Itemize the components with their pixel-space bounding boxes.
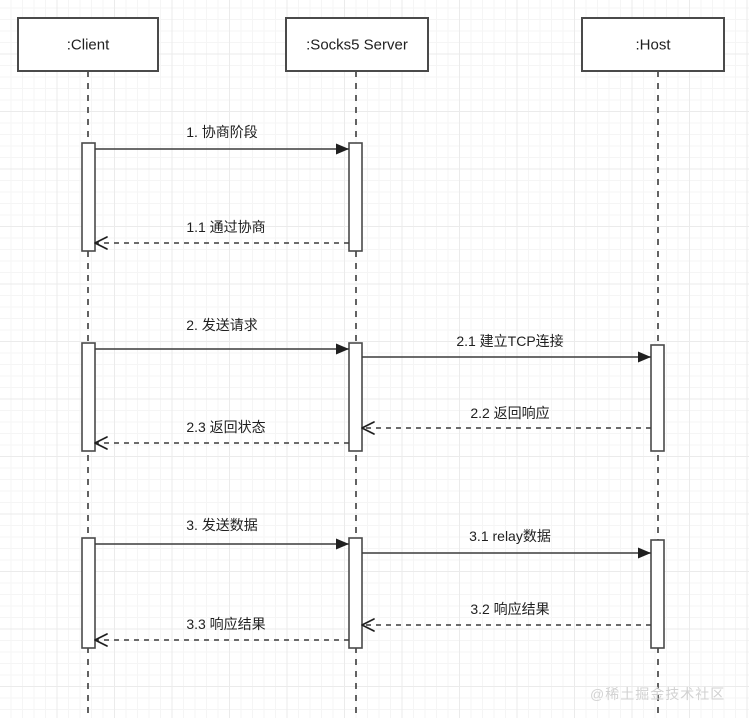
activation-bar-host	[650, 539, 665, 649]
message-label-m3_2: 3.2 响应结果	[470, 601, 549, 617]
message-label-m2: 2. 发送请求	[186, 317, 258, 333]
activation-bar-client	[81, 537, 96, 649]
arrowhead-filled-m1	[336, 143, 349, 155]
activation-bar-server	[348, 537, 363, 649]
participant-host[interactable]: :Host	[581, 17, 725, 72]
activation-bar-server	[348, 142, 363, 252]
arrowhead-filled-m3_1	[638, 547, 651, 559]
message-label-m3_1: 3.1 relay数据	[469, 528, 551, 544]
message-m2_2: 2.2 返回响应	[361, 405, 651, 435]
arrowhead-filled-m2_1	[638, 351, 651, 363]
message-m3_2: 3.2 响应结果	[361, 601, 651, 632]
arrowhead-open-m1_1	[94, 236, 108, 250]
message-m2: 2. 发送请求	[95, 317, 349, 355]
message-label-m1: 1. 协商阶段	[186, 124, 258, 140]
arrowhead-filled-m3	[336, 538, 349, 550]
participant-box-client[interactable]	[17, 17, 159, 72]
arrowhead-filled-m2	[336, 343, 349, 355]
message-m3_1: 3.1 relay数据	[362, 528, 651, 559]
message-label-m2_1: 2.1 建立TCP连接	[456, 333, 563, 349]
participant-label-client: :Client	[67, 36, 110, 53]
participant-label-server: :Socks5 Server	[306, 36, 408, 53]
watermark: @稀土掘金技术社区	[590, 686, 726, 702]
message-label-m3: 3. 发送数据	[186, 517, 258, 533]
message-m3_3: 3.3 响应结果	[94, 616, 349, 647]
activation-bar-server	[348, 342, 363, 452]
message-m2_3: 2.3 返回状态	[94, 419, 349, 450]
message-m2_1: 2.1 建立TCP连接	[362, 333, 651, 363]
participant-box-host[interactable]	[581, 17, 725, 72]
message-m1_1: 1.1 通过协商	[94, 219, 349, 250]
participant-box-server[interactable]	[285, 17, 429, 72]
message-m1: 1. 协商阶段	[95, 124, 349, 155]
message-label-m1_1: 1.1 通过协商	[186, 219, 265, 235]
arrowhead-open-m3_3	[94, 633, 108, 647]
messages-layer: 1. 协商阶段 1.1 通过协商 2. 发送请求 2.1 建立TCP连接 2.2 返回响…	[94, 124, 651, 647]
arrowhead-open-m3_2	[361, 618, 375, 632]
actors-layer: :Client :Socks5 Server :Host	[17, 17, 725, 72]
message-label-m2_2: 2.2 返回响应	[470, 405, 549, 421]
message-label-m2_3: 2.3 返回状态	[186, 419, 265, 435]
participant-label-host: :Host	[635, 36, 671, 53]
participant-client[interactable]: :Client	[17, 17, 159, 72]
message-m3: 3. 发送数据	[95, 517, 349, 550]
lifelines-layer	[87, 71, 659, 718]
message-label-m3_3: 3.3 响应结果	[186, 616, 265, 632]
arrowhead-open-m2_3	[94, 436, 108, 450]
activation-bar-host	[650, 344, 665, 452]
arrowhead-open-m2_2	[361, 421, 375, 435]
activation-bar-client	[81, 142, 96, 252]
participant-server[interactable]: :Socks5 Server	[285, 17, 429, 72]
activations-layer	[81, 142, 665, 649]
activation-bar-client	[81, 342, 96, 452]
